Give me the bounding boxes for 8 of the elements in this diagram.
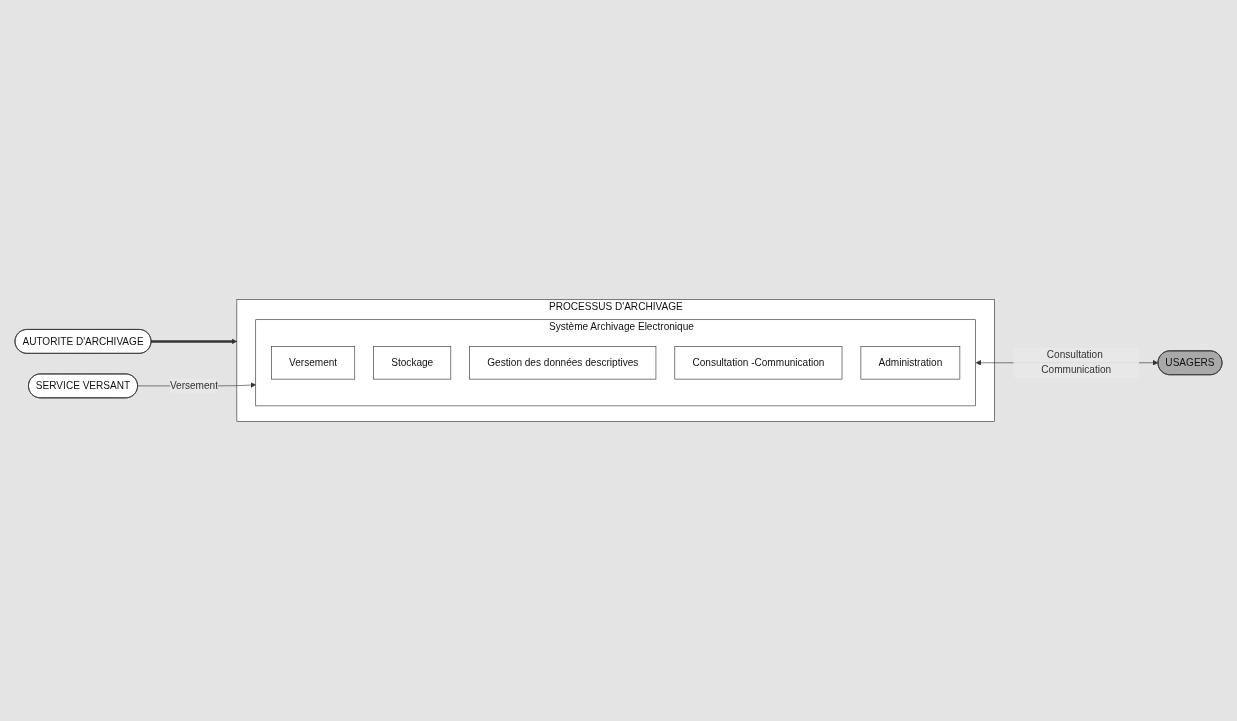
- edge-label: Consultation Communication: [1041, 349, 1112, 376]
- arrow: [151, 338, 238, 345]
- node-box: Versement: [271, 346, 356, 380]
- node-box: Consultation -Communication: [674, 346, 843, 380]
- node-box: Administration: [860, 346, 961, 380]
- node-box: Gestion des données descriptives: [469, 346, 657, 380]
- edge-label: Versement: [169, 380, 218, 391]
- node-box: Stockage: [373, 346, 452, 380]
